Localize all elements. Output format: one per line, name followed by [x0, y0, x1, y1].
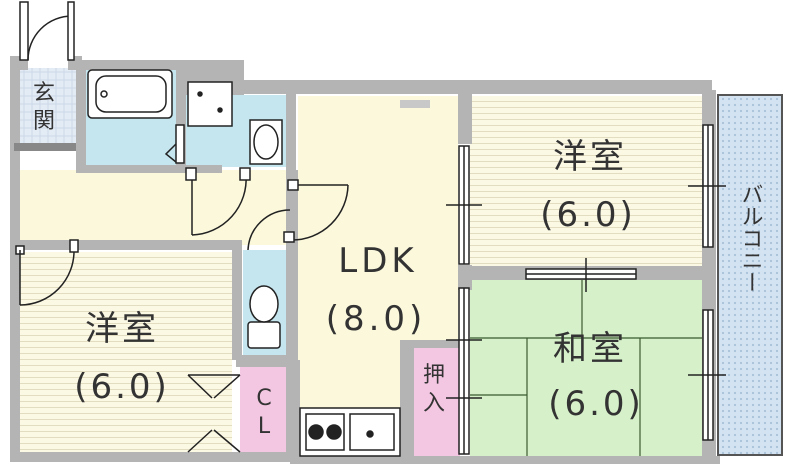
closet-cl-label-line1: C: [256, 386, 271, 411]
japanese-size: (6.0): [548, 384, 644, 424]
hallway-floor: [14, 170, 294, 245]
bath-door-icon: [164, 124, 185, 164]
western-right-floor: [470, 96, 702, 266]
western-left-size: (6.0): [74, 367, 170, 407]
western-left-name: 洋室: [85, 309, 159, 349]
entrance-floor: [14, 68, 76, 143]
entrance-label: 玄 関: [33, 81, 55, 134]
oshiire-label-line1: 押: [423, 363, 445, 388]
entrance-label-line1: 玄: [33, 81, 55, 106]
balcony-floor: [717, 94, 783, 456]
bathtub-icon: [87, 69, 173, 119]
toilet-icon: [247, 285, 281, 349]
kitchen-stove-icon: [299, 407, 401, 457]
sliding-doors: [446, 124, 726, 455]
western-left-floor: [20, 252, 232, 457]
washbasin-icon: [187, 81, 233, 127]
closet-cl-label-line2: L: [258, 414, 271, 439]
western-right-size: (6.0): [540, 195, 636, 235]
swing-doors: [15, 1, 349, 453]
closet-cl-floor: [240, 365, 288, 457]
ldk-name: LDK: [338, 241, 417, 281]
western-right-name: 洋室: [553, 137, 627, 177]
washing-machine-icon: [249, 119, 283, 165]
ldk-size: (8.0): [326, 299, 427, 339]
oshiire-floor: [412, 340, 460, 458]
japanese-floor: [470, 280, 702, 458]
balcony-label: バルコニー: [738, 183, 763, 293]
entrance-label-line2: 関: [33, 109, 55, 134]
japanese-name: 和室: [553, 329, 627, 369]
oshiire-label-line2: 入: [423, 391, 445, 416]
tatami-lines: [470, 280, 702, 458]
